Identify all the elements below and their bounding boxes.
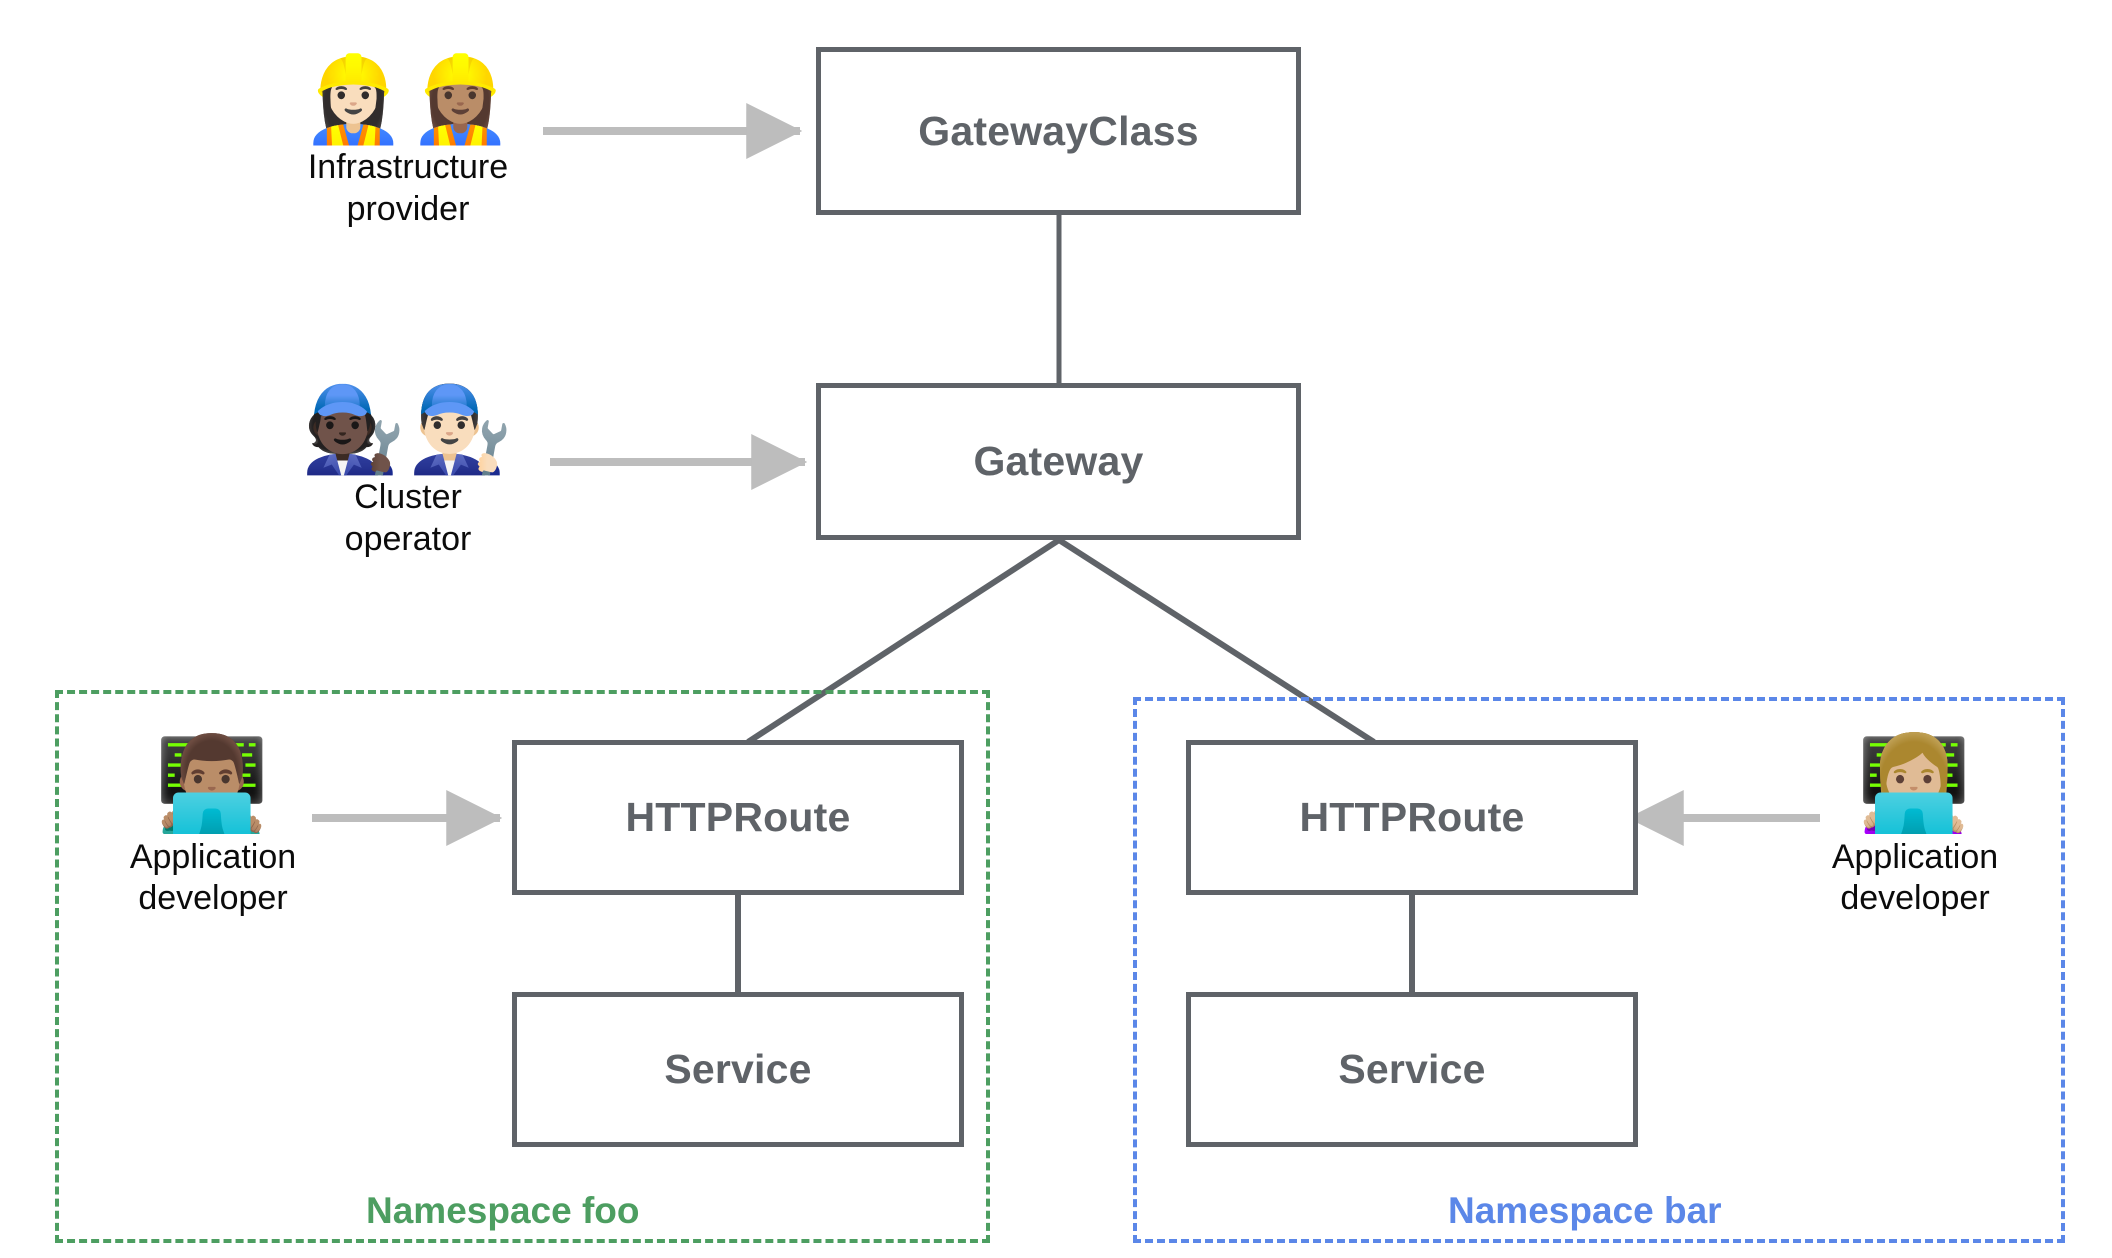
node-httproute-bar-label: HTTPRoute: [1299, 794, 1525, 840]
persona-application-developer-bar-label: Application developer: [1831, 837, 1999, 918]
node-gateway-label: Gateway: [973, 438, 1144, 484]
man-technologist-icon: 👨🏽‍💻: [154, 730, 272, 837]
namespace-foo-container: [55, 690, 990, 1243]
persona-infrastructure-provider: 👷🏻‍♀️👷🏽‍♀️ Infrastructure provider: [268, 55, 548, 230]
node-httproute-foo-label: HTTPRoute: [625, 794, 851, 840]
namespace-foo-label: Namespace foo: [366, 1190, 640, 1231]
persona-application-developer-foo: 👨🏽‍💻 Application developer: [98, 730, 328, 920]
node-service-foo-label: Service: [664, 1046, 812, 1092]
persona-cluster-operator-label: Cluster operator: [344, 478, 472, 558]
persona-cluster-operator: 🧑🏿‍🔧👨🏻‍🔧 Cluster operator: [268, 385, 548, 560]
persona-application-developer-foo-label: Application developer: [129, 837, 297, 918]
persona-infrastructure-provider-label: Infrastructure provider: [307, 148, 509, 228]
woman-technologist-icon: 👩🏼‍💻: [1856, 730, 1974, 837]
node-service-foo[interactable]: Service: [512, 992, 964, 1147]
namespace-bar-label: Namespace bar: [1448, 1190, 1722, 1231]
node-httproute-bar[interactable]: HTTPRoute: [1186, 740, 1638, 895]
construction-worker-icon: 👷🏻‍♀️👷🏽‍♀️: [301, 50, 515, 148]
mechanic-icon: 🧑🏿‍🔧👨🏻‍🔧: [301, 380, 515, 478]
node-gatewayclass-label: GatewayClass: [918, 107, 1199, 154]
node-httproute-foo[interactable]: HTTPRoute: [512, 740, 964, 895]
namespace-bar-container: [1133, 697, 2065, 1243]
node-service-bar[interactable]: Service: [1186, 992, 1638, 1147]
persona-application-developer-bar: 👩🏼‍💻 Application developer: [1800, 730, 2030, 920]
node-service-bar-label: Service: [1338, 1046, 1486, 1092]
node-gateway[interactable]: Gateway: [816, 383, 1301, 540]
node-gatewayclass[interactable]: GatewayClass: [816, 47, 1301, 215]
